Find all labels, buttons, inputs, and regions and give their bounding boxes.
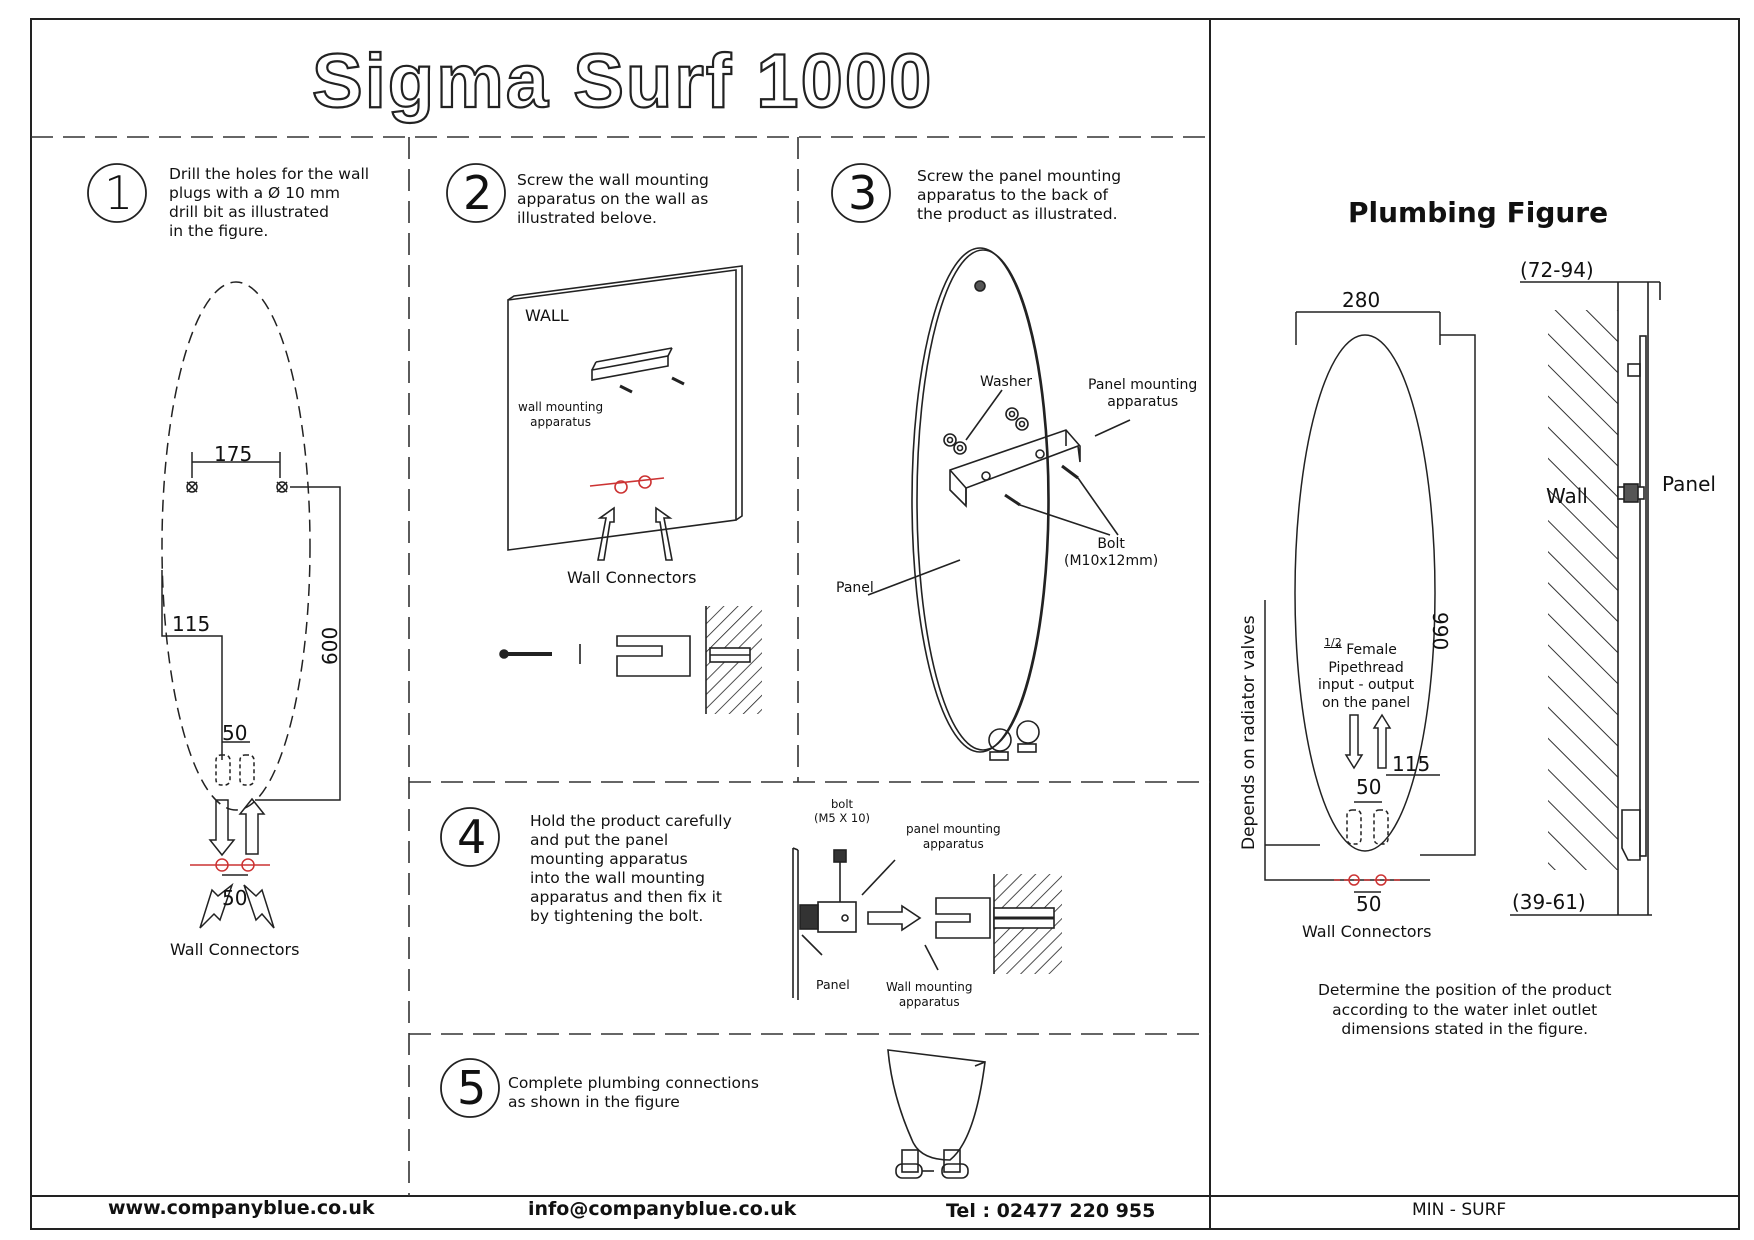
step3-panel-mounting: Panel mounting apparatus: [1088, 377, 1198, 410]
step4-wall-mounting: Wall mounting apparatus: [886, 980, 973, 1009]
plumbing-dim-50-bottom: 50: [1356, 892, 1382, 916]
footer-code: MIN - SURF: [1412, 1200, 1507, 1220]
plumbing-dim-72-94: (72-94): [1520, 258, 1594, 282]
page-title: Sigma Surf 1000: [311, 38, 934, 125]
plumbing-front-view: [1264, 311, 1476, 893]
plumbing-depends: Depends on radiator valves: [1239, 615, 1259, 850]
plumbing-panel: Panel: [1662, 472, 1716, 496]
step5-text: Complete plumbing connections as shown i…: [508, 1074, 759, 1111]
dim-50-top: 50: [222, 721, 248, 745]
step3-bolt: Bolt (M10x12mm): [1064, 536, 1159, 569]
plumbing-dim-280: 280: [1342, 288, 1381, 312]
plumbing-wall-connectors: Wall Connectors: [1302, 922, 1432, 941]
footer-phone: Tel : 02477 220 955: [946, 1200, 1156, 1222]
step2-wall-connectors: Wall Connectors: [567, 568, 697, 587]
step4-panel-mounting: panel mounting apparatus: [906, 822, 1001, 851]
step2-wall-label: WALL: [525, 306, 569, 325]
dim-600: 600: [318, 626, 342, 665]
plumbing-dim-50-top: 50: [1356, 775, 1382, 799]
step4-text: Hold the product carefully and put the p…: [530, 812, 732, 925]
step3-panel: Panel: [836, 580, 874, 596]
step3-number: 3: [848, 166, 878, 220]
plumbing-dim-115: 115: [1392, 752, 1431, 776]
plumbing-title: Plumbing Figure: [1348, 196, 1609, 229]
footer-website[interactable]: www.companyblue.co.uk: [108, 1197, 375, 1219]
step1-wall-connectors: Wall Connectors: [170, 940, 300, 959]
step2-number: 2: [463, 166, 493, 220]
step1-number: 1: [104, 166, 134, 220]
step3-text: Screw the panel mounting apparatus to th…: [917, 167, 1122, 223]
plumbing-wall: Wall: [1546, 484, 1588, 508]
step-dividers: [31, 136, 1210, 1196]
plumbing-note: Determine the position of the product ac…: [1318, 981, 1612, 1038]
plumbing-female-text: " Female Pipethread input - output on th…: [1318, 642, 1415, 711]
plumbing-female-half: 1/2: [1324, 636, 1342, 649]
plumbing-dim-39-61: (39-61): [1512, 890, 1586, 914]
step4-bolt: bolt (M5 X 10): [814, 797, 871, 825]
step5-number: 5: [457, 1061, 487, 1115]
step2-text: Screw the wall mounting apparatus on the…: [517, 171, 709, 227]
dim-50-bottom: 50: [222, 886, 248, 910]
footer-email[interactable]: info@companyblue.co.uk: [528, 1198, 797, 1220]
step4-panel: Panel: [816, 977, 850, 992]
step4-number: 4: [457, 810, 487, 864]
step5-drawing: [887, 1049, 986, 1179]
step3-drawing: [867, 247, 1131, 761]
step2-wall-mounting: wall mounting apparatus: [518, 400, 604, 429]
dim-115: 115: [172, 612, 211, 636]
step4-drawing: [792, 847, 1062, 1000]
sheet-border: [30, 18, 1740, 1230]
dim-175: 175: [214, 442, 253, 466]
step1-drawing: [161, 281, 341, 929]
step-circles: [87, 163, 891, 1118]
plumbing-dim-990: 990: [1428, 612, 1452, 651]
step3-washer: Washer: [980, 374, 1033, 390]
plumbing-side-view: [1510, 281, 1661, 916]
step2-drawing: [499, 265, 762, 714]
step1-text: Drill the holes for the wall plugs with …: [169, 165, 370, 240]
